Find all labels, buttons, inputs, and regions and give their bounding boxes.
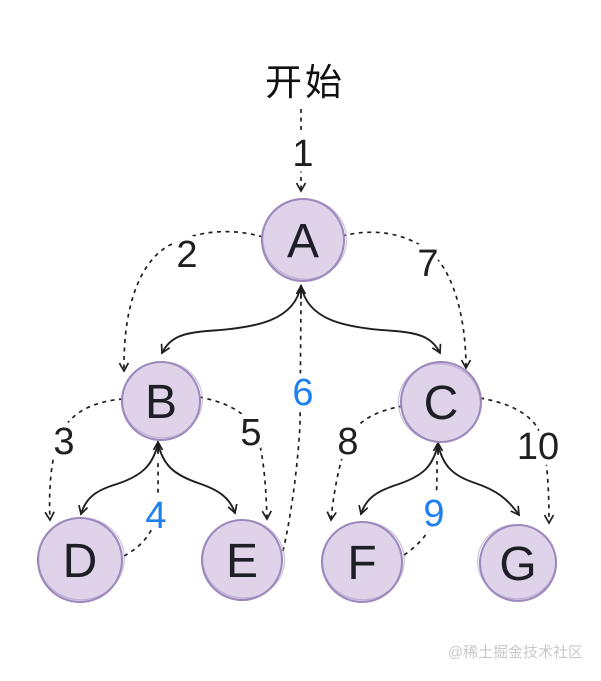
node-B-label: B <box>145 376 177 429</box>
node-F-label: F <box>347 537 376 590</box>
arrow-step8-C-to-F <box>326 405 404 522</box>
node-E: E <box>200 518 286 602</box>
step-label-9: 9 <box>423 493 444 535</box>
node-G-sketch-circle <box>477 524 557 600</box>
step-label-5: 5 <box>240 412 261 454</box>
arrow-step4-D-to-B <box>123 458 159 557</box>
step-label-2: 2 <box>176 234 197 276</box>
node-E-sketch-circle <box>201 519 286 599</box>
arrow-step7-A-to-C <box>341 231 472 370</box>
node-G-label: G <box>499 538 536 591</box>
arrow-step5-B-to-E <box>198 396 273 521</box>
node-F-sketch-circle <box>321 521 405 601</box>
node-C-label: C <box>424 377 459 430</box>
arrow-step3-B-to-D <box>44 398 124 522</box>
node-B: B <box>120 360 204 442</box>
step-label-6: 6 <box>292 372 313 414</box>
node-C: C <box>397 360 483 444</box>
start-title: 开始 <box>265 62 345 103</box>
step-label-3: 3 <box>53 421 74 463</box>
node-D-label: D <box>63 535 98 588</box>
node-E-label: E <box>226 535 258 588</box>
watermark: @稀土掘金技术社区 <box>448 644 583 661</box>
node-A-sketch-circle <box>261 198 348 280</box>
node-D-sketch-circle <box>37 517 125 601</box>
step-label-8: 8 <box>337 421 358 463</box>
arrow-step9-F-to-C <box>403 460 438 556</box>
step-label-7: 7 <box>417 243 438 285</box>
step-label-1: 1 <box>292 133 313 175</box>
node-G: G <box>477 523 558 603</box>
node-F: F <box>320 520 405 604</box>
node-B-sketch-circle <box>121 361 204 439</box>
node-A-label: A <box>287 215 319 268</box>
node-D: D <box>36 516 125 604</box>
node-A: A <box>260 197 348 283</box>
step-label-4: 4 <box>145 495 166 537</box>
step-label-10: 10 <box>517 426 559 468</box>
arrow-step6-E-to-A <box>282 295 302 552</box>
node-C-sketch-circle <box>397 363 481 443</box>
